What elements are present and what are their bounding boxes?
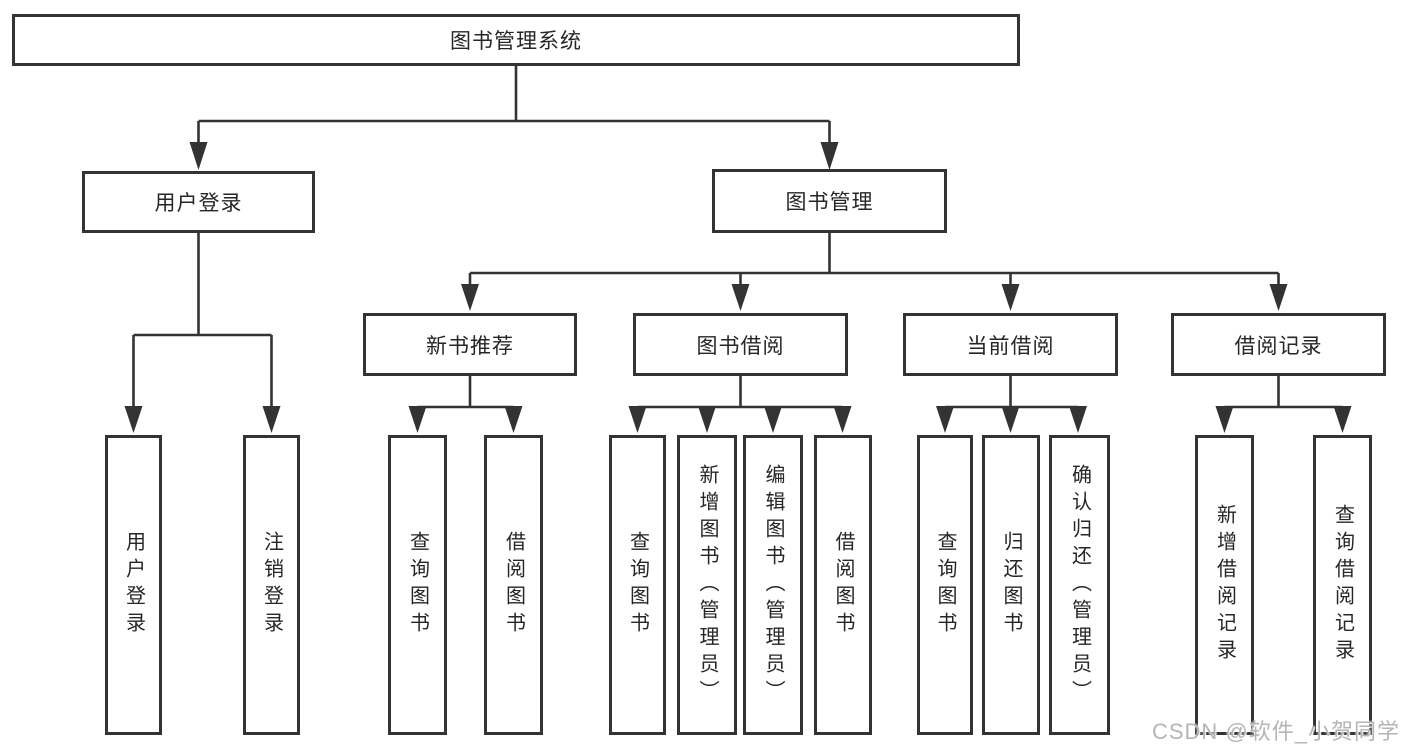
leaf-user-login: 用户登录 xyxy=(105,435,162,735)
node-book-borrow-label: 图书借阅 xyxy=(696,334,785,358)
leaf-logout: 注销登录 xyxy=(243,435,300,735)
leaf-recommend-borrow-books-label: 借阅图书 xyxy=(502,531,525,639)
node-current-borrow-label: 当前借阅 xyxy=(966,334,1055,358)
node-new-book-recommend-label: 新书推荐 xyxy=(426,334,514,358)
leaf-user-login-label: 用户登录 xyxy=(122,531,145,639)
leaf-borrow-query-books: 查询图书 xyxy=(609,435,666,735)
leaf-add-borrow-record: 新增借阅记录 xyxy=(1195,435,1254,735)
leaf-current-query-books-label: 查询图书 xyxy=(934,531,956,639)
node-new-book-recommend: 新书推荐 xyxy=(363,313,577,376)
leaf-return-books-label: 归还图书 xyxy=(1000,531,1022,639)
node-root: 图书管理系统 xyxy=(12,14,1020,66)
node-user-login: 用户登录 xyxy=(82,171,315,233)
leaf-return-books: 归还图书 xyxy=(982,435,1040,735)
leaf-query-borrow-record-label: 查询借阅记录 xyxy=(1331,504,1354,666)
leaf-borrow-books-label: 借阅图书 xyxy=(832,531,854,639)
leaf-borrow-books: 借阅图书 xyxy=(814,435,872,735)
leaf-confirm-return-admin: 确认归还（管理员） xyxy=(1049,435,1110,735)
leaf-recommend-query-books-label: 查询图书 xyxy=(406,531,429,639)
leaf-edit-books-admin-label: 编辑图书（管理员） xyxy=(762,463,784,707)
node-book-borrow: 图书借阅 xyxy=(633,313,848,376)
node-book-management-label: 图书管理 xyxy=(785,191,874,214)
leaf-add-books-admin-label: 新增图书（管理员） xyxy=(696,463,718,707)
leaf-recommend-query-books: 查询图书 xyxy=(388,435,447,735)
leaf-confirm-return-admin-label: 确认归还（管理员） xyxy=(1068,463,1091,707)
leaf-current-query-books: 查询图书 xyxy=(917,435,973,735)
leaf-recommend-borrow-books: 借阅图书 xyxy=(484,435,543,735)
node-user-login-label: 用户登录 xyxy=(154,192,243,215)
leaf-logout-label: 注销登录 xyxy=(260,531,283,639)
node-book-management: 图书管理 xyxy=(712,169,947,233)
csdn-watermark: CSDN @软件_小贺同学 xyxy=(1151,719,1400,744)
leaf-add-borrow-record-label: 新增借阅记录 xyxy=(1213,504,1236,666)
node-root-label: 图书管理系统 xyxy=(450,30,582,53)
leaf-edit-books-admin: 编辑图书（管理员） xyxy=(743,435,803,735)
node-borrow-records-label: 借阅记录 xyxy=(1234,334,1323,358)
leaf-query-borrow-record: 查询借阅记录 xyxy=(1313,435,1372,735)
node-borrow-records: 借阅记录 xyxy=(1171,313,1386,376)
leaf-borrow-query-books-label: 查询图书 xyxy=(626,531,649,639)
leaf-add-books-admin: 新增图书（管理员） xyxy=(677,435,737,735)
node-current-borrow: 当前借阅 xyxy=(903,313,1118,376)
